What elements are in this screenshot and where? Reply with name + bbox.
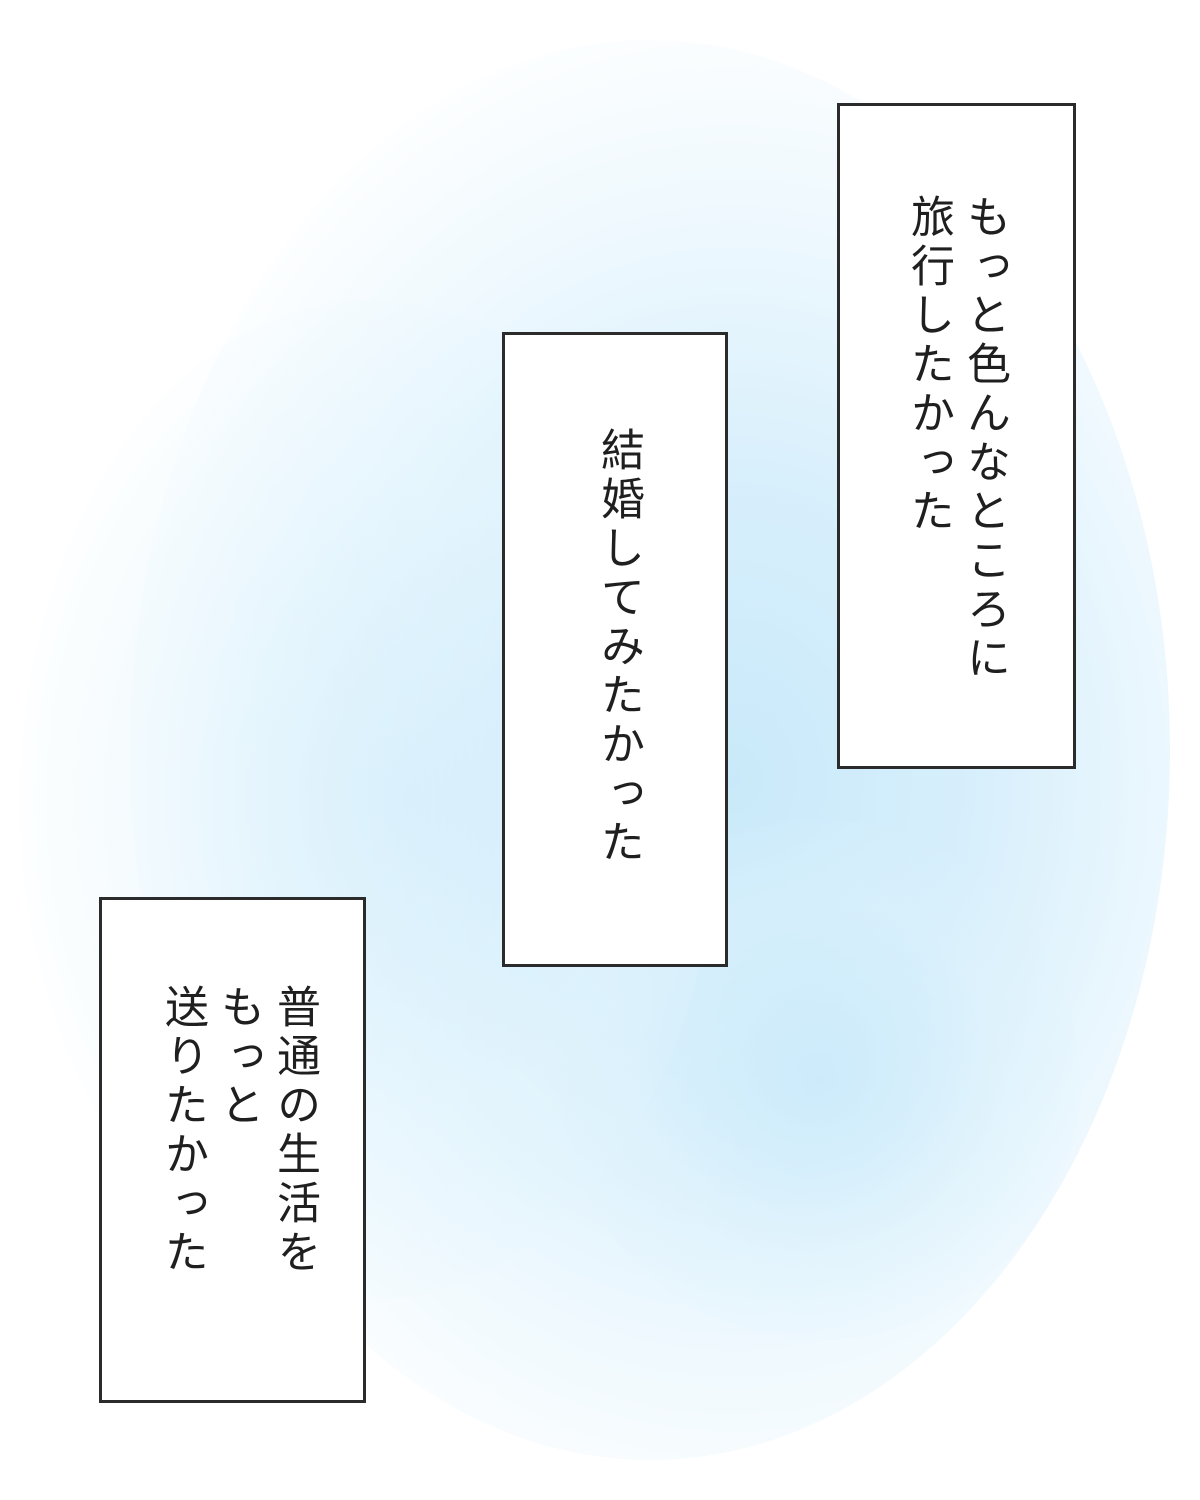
caption-text-ordinary-life: 普通の生活をもっと送りたかった: [154, 984, 322, 1278]
caption-line: 普通の生活を: [269, 984, 320, 1278]
caption-line: もっと色んなところに: [959, 194, 1010, 684]
caption-line: もっと: [213, 984, 264, 1131]
caption-line: 旅行したかった: [903, 194, 954, 537]
caption-text-marriage: 結婚してみたかった: [590, 427, 646, 868]
caption-line: 送りたかった: [157, 984, 208, 1278]
caption-box-travel: もっと色んなところに旅行したかった: [837, 103, 1076, 769]
caption-box-marriage: 結婚してみたかった: [502, 332, 728, 967]
caption-box-ordinary-life: 普通の生活をもっと送りたかった: [99, 897, 366, 1403]
caption-line: 結婚してみたかった: [593, 427, 644, 868]
caption-text-travel: もっと色んなところに旅行したかった: [900, 194, 1012, 684]
